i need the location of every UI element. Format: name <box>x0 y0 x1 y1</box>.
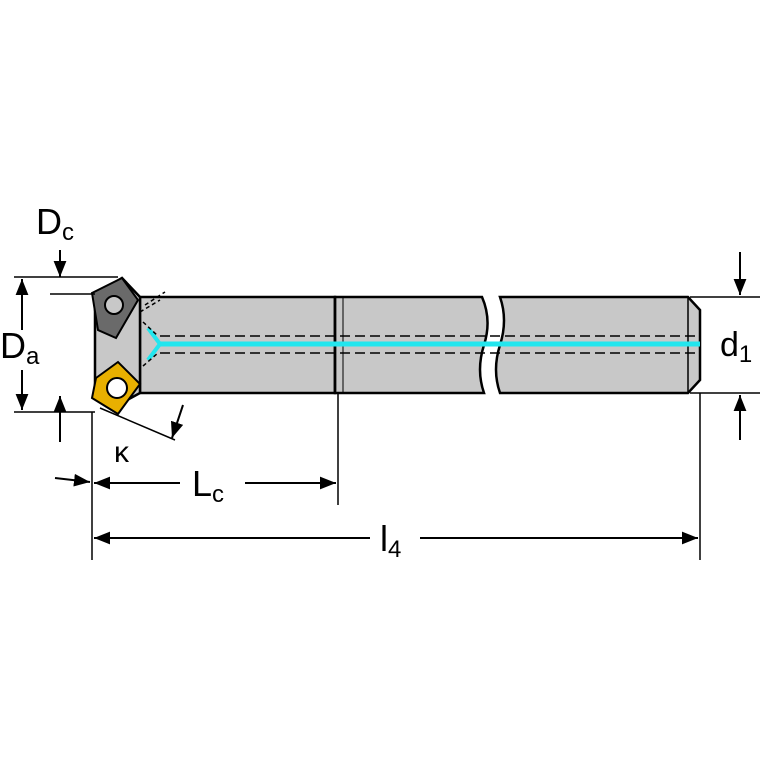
dim-da: Da <box>0 276 95 413</box>
dim-dc: Dc <box>36 201 118 442</box>
dc-label: Dc <box>36 201 74 246</box>
dim-lc: Lc <box>54 393 339 560</box>
dim-l4: l4 <box>94 393 701 563</box>
da-label: Da <box>0 325 40 370</box>
lower-insert <box>90 360 142 416</box>
coolant-channel <box>142 321 700 367</box>
kappa-label: κ <box>114 436 130 469</box>
l4-label: l4 <box>380 518 401 563</box>
d1-label: d1 <box>720 326 752 368</box>
lc-label: Lc <box>192 463 224 508</box>
dim-kappa: κ <box>99 404 184 469</box>
cutter-head <box>90 276 166 416</box>
dim-d1: d1 <box>690 252 760 440</box>
